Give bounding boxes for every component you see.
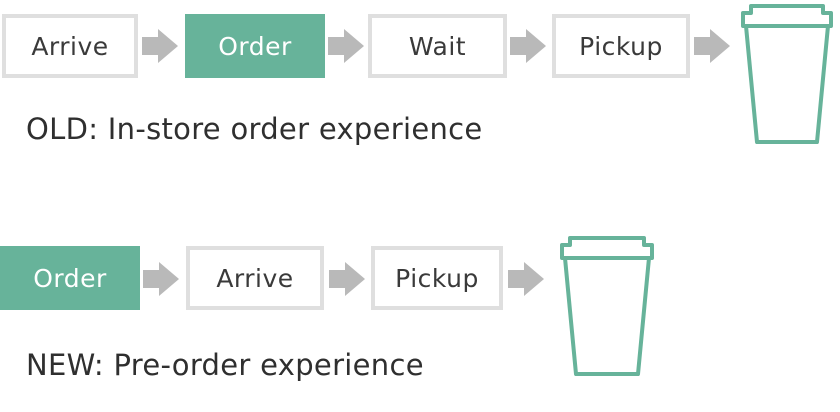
- right-arrow-icon: [328, 29, 364, 63]
- old-step-pickup-label: Pickup: [579, 31, 663, 61]
- right-arrow-icon: [142, 29, 178, 63]
- new-caption: NEW: Pre-order experience: [26, 348, 424, 382]
- old-step-pickup: Pickup: [552, 14, 690, 78]
- old-step-wait-label: Wait: [408, 31, 467, 61]
- right-arrow-icon: [508, 262, 544, 296]
- new-step-arrive-label: Arrive: [216, 263, 294, 293]
- new-step-pickup-label: Pickup: [395, 263, 479, 293]
- new-step-order-label: Order: [33, 263, 107, 293]
- right-arrow-icon: [143, 262, 179, 296]
- right-arrow-icon: [694, 29, 730, 63]
- new-step-order: Order: [0, 246, 140, 310]
- coffee-cup-icon: [556, 232, 658, 378]
- old-step-order-label: Order: [218, 31, 292, 61]
- old-caption: OLD: In-store order experience: [26, 112, 483, 146]
- right-arrow-icon: [510, 29, 546, 63]
- old-step-wait: Wait: [368, 14, 507, 78]
- old-step-order: Order: [185, 14, 325, 78]
- new-step-pickup: Pickup: [371, 246, 503, 310]
- coffee-cup-icon: [738, 0, 836, 146]
- right-arrow-icon: [329, 262, 365, 296]
- old-step-arrive: Arrive: [2, 14, 138, 78]
- new-step-arrive: Arrive: [186, 246, 324, 310]
- old-step-arrive-label: Arrive: [31, 31, 109, 61]
